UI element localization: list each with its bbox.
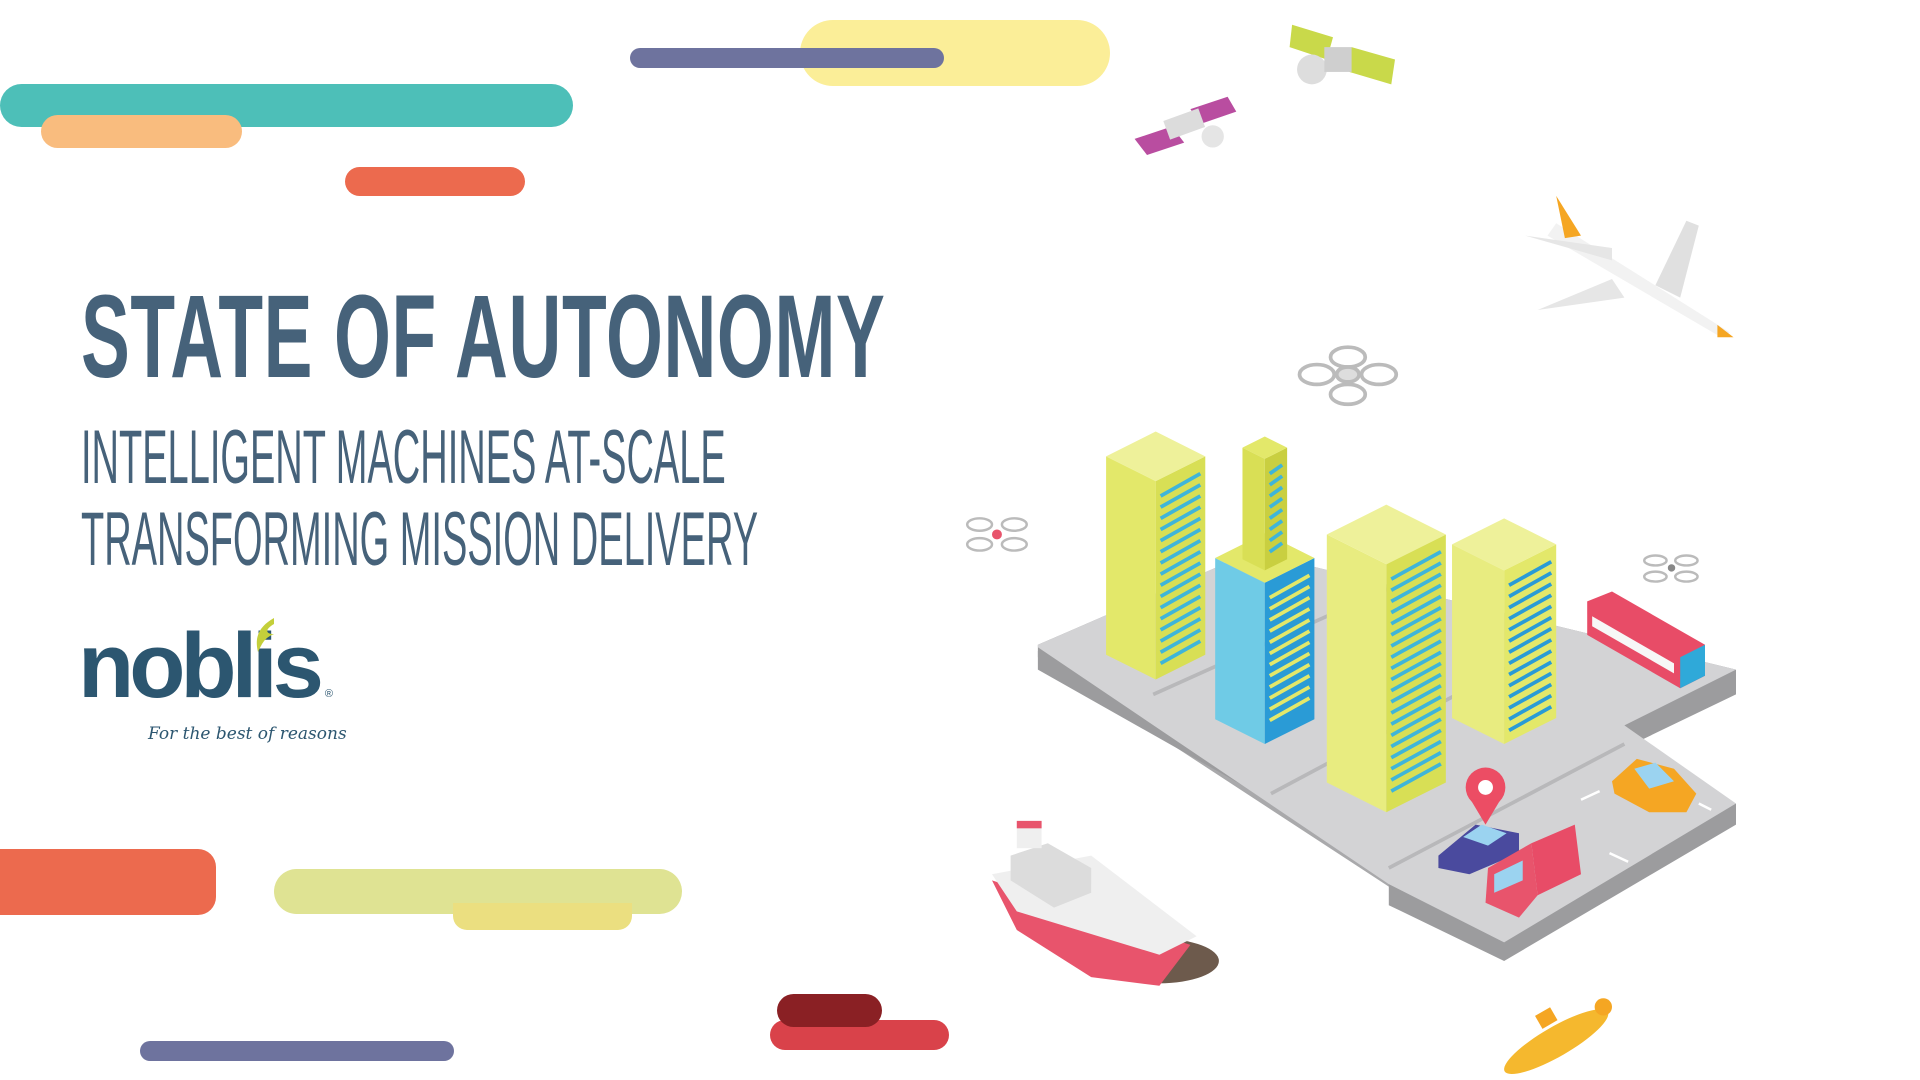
decor-bar-peach — [41, 115, 242, 148]
decor-bar-coral — [345, 167, 525, 196]
car-icon — [1438, 824, 1519, 875]
building-icon — [1106, 431, 1206, 680]
registered-mark: ® — [324, 688, 333, 700]
logo-tagline: For the best of reasons — [148, 724, 347, 744]
ship-icon — [992, 820, 1219, 986]
decor-bar-coral-bottom — [0, 849, 216, 915]
satellite-icon — [1134, 96, 1237, 155]
submarine-icon — [1504, 998, 1612, 1075]
page-title: STATE OF AUTONOMY — [81, 271, 886, 403]
decor-bar-purple-top — [630, 48, 944, 68]
building-icon — [1452, 518, 1557, 744]
location-pin-icon — [1465, 767, 1506, 825]
decor-bar-dark-red — [777, 994, 882, 1027]
building-icon — [1215, 533, 1315, 744]
building-icon — [1326, 504, 1446, 813]
drone-icon — [1643, 554, 1699, 583]
drone-icon — [1297, 345, 1399, 407]
taxi-icon — [1612, 758, 1697, 813]
bus-icon — [1587, 591, 1705, 689]
delivery-truck-icon — [1485, 824, 1581, 918]
noblis-logo-lockup: noblis ® — [78, 620, 333, 712]
drone-icon — [965, 517, 1028, 552]
subtitle-line-1: INTELLIGENT MACHINES AT-SCALE — [81, 415, 726, 500]
noblis-logo: noblis — [78, 615, 324, 717]
airplane-icon — [1525, 195, 1734, 338]
decor-bar-purple-bottom — [140, 1041, 454, 1061]
logo-flame-icon — [256, 618, 274, 652]
subtitle-line-2: TRANSFORMING MISSION DELIVERY — [81, 497, 759, 582]
satellite-icon — [1289, 24, 1395, 85]
building-icon — [1242, 436, 1288, 571]
decor-bar-yellow-small — [453, 903, 632, 930]
